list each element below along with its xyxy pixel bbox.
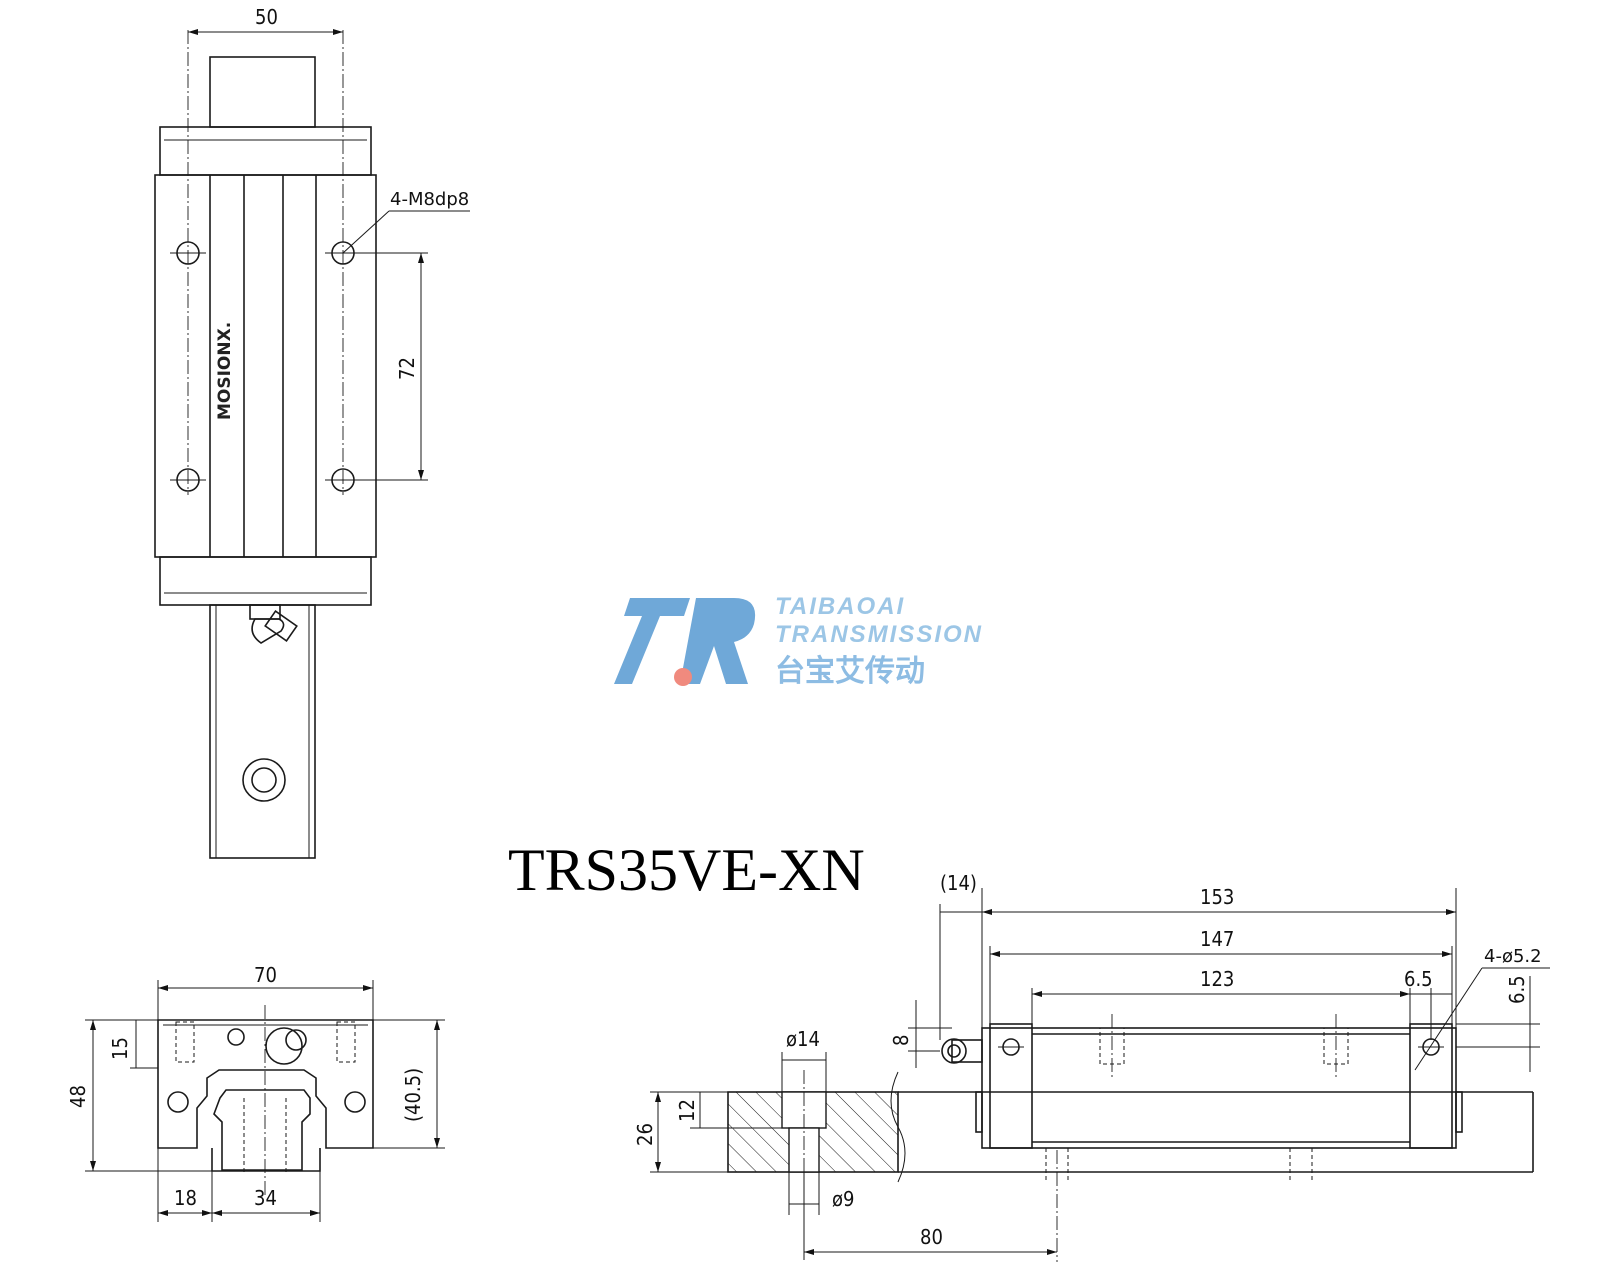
dim-side-overall: 153 — [1200, 885, 1234, 909]
dim-side-pitch: 123 — [1200, 967, 1234, 991]
dim-side-nipple-height: 8 — [889, 1035, 913, 1046]
watermark-line3: 台宝艾传动 — [775, 654, 925, 689]
front-view: 70 48 15 (40.5) 18 34 — [66, 963, 445, 1222]
dim-front-side: 18 — [174, 1186, 197, 1210]
drawing-title: TRS35VE-XN — [508, 837, 865, 903]
dim-front-rail-width: 34 — [254, 1186, 277, 1210]
brand-mark: MOSIONX. — [215, 322, 235, 420]
dim-side-bolt: ø9 — [832, 1187, 854, 1211]
dim-front-height: 48 — [66, 1085, 90, 1108]
dim-top-width: 50 — [255, 5, 278, 29]
dim-front-rail-height: (40.5) — [401, 1068, 425, 1122]
dim-side-rail-pitch: 80 — [920, 1225, 943, 1249]
top-view: MOSIONX. 50 72 4-M8dp8 — [154, 5, 470, 859]
dim-side-edge: 6.5 — [1404, 967, 1433, 991]
dim-front-width: 70 — [254, 963, 277, 987]
dim-side-edge-v: 6.5 — [1505, 975, 1529, 1004]
side-view: 153 (14) 147 123 6.5 6.5 4-ø5.2 8 — [633, 871, 1550, 1262]
watermark-logo: TAIBAOAI TRANSMISSION 台宝艾传动 — [614, 593, 983, 689]
grease-nipple — [249, 604, 298, 644]
watermark-line1: TAIBAOAI — [775, 593, 905, 620]
dim-front-top: 15 — [108, 1037, 132, 1060]
callout-m8: 4-M8dp8 — [390, 189, 469, 210]
dim-side-nipple: (14) — [940, 871, 977, 895]
dim-side-rail-height: 26 — [633, 1123, 657, 1146]
dim-side-cb-depth: 12 — [675, 1099, 699, 1122]
mounting-holes — [170, 30, 361, 495]
watermark-line2: TRANSMISSION — [775, 621, 983, 648]
dim-side-counterbore: ø14 — [786, 1027, 820, 1051]
dim-side-body: 147 — [1200, 927, 1234, 951]
callout-5-2: 4-ø5.2 — [1484, 946, 1542, 967]
rail-bolt-hole — [242, 758, 286, 802]
dim-top-pitch: 72 — [395, 357, 419, 380]
